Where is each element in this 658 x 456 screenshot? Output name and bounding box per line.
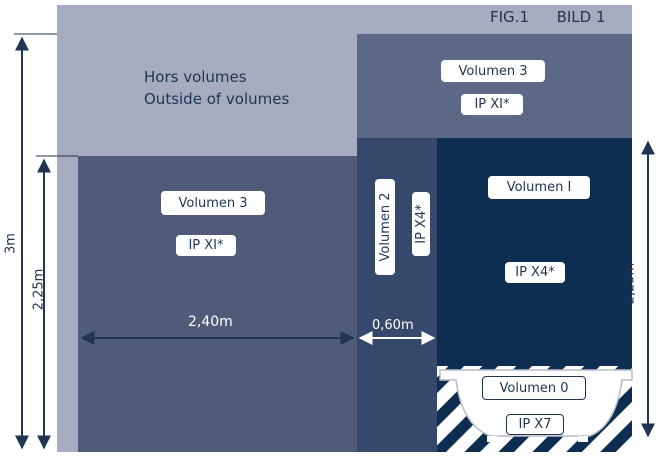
bathtub-foot-left	[487, 436, 497, 442]
outside-label-line2: Outside of volumes	[144, 90, 290, 108]
volume-1-zone	[437, 138, 632, 366]
volume-3-top-name: Volumen 3	[441, 60, 545, 82]
dimension-label-width-vol2: 0,60m	[372, 318, 414, 333]
figure-label-bild: BILD 1	[556, 8, 606, 26]
volume-3-top-zone	[357, 34, 632, 138]
volume-0-ip: IP X7	[506, 414, 564, 435]
dimension-label-width-main: 2,40m	[188, 314, 233, 330]
volume-2-name: Volumen 2	[375, 179, 395, 275]
outside-label-line1: Hors volumes	[144, 68, 247, 86]
bathtub-foot-right	[578, 436, 588, 442]
dimension-label-right-height: 2,25m	[622, 262, 638, 305]
volume-3-left-name: Volumen 3	[161, 191, 265, 215]
volume-2-ip: IP X4*	[412, 192, 430, 256]
volume-3-left-ip: IP XI*	[176, 235, 236, 256]
dimension-label-total-height: 3m	[3, 233, 19, 254]
volume-1-ip: IP X4*	[505, 262, 565, 283]
volume-1-name: Volumen I	[488, 176, 590, 199]
figure-label-fig: FIG.1	[490, 8, 529, 26]
volume-2-zone	[357, 138, 437, 452]
figure-label: FIG.1 BILD 1	[490, 8, 606, 26]
volume-3-top-ip: IP XI*	[461, 94, 523, 115]
volume-0-name: Volumen 0	[482, 376, 586, 400]
dimension-label-left-height: 2,25m	[31, 268, 47, 311]
